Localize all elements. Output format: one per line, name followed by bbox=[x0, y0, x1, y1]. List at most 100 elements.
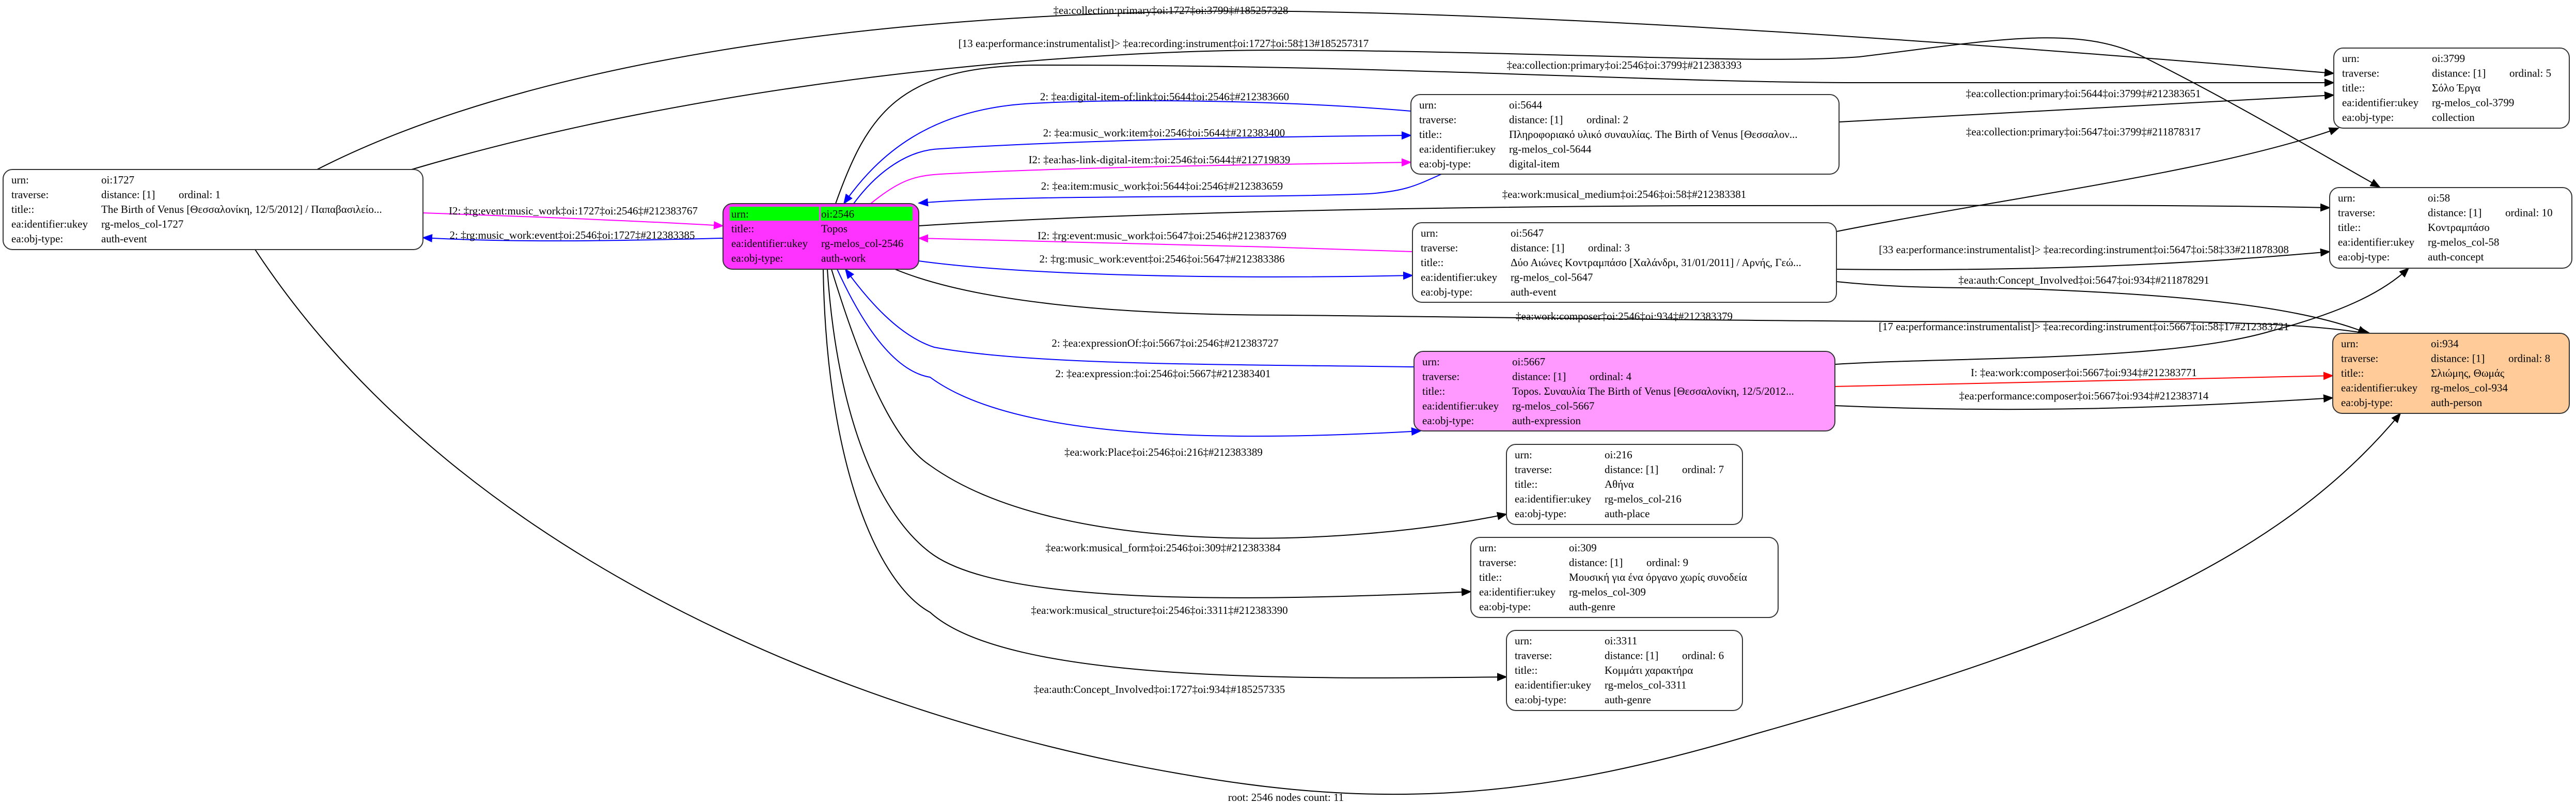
edge-line[interactable] bbox=[918, 260, 1413, 280]
edge-label: 2: ‡ea:music_work:item‡oi:2546‡oi:5644‡#… bbox=[1043, 127, 1285, 139]
edge-line[interactable] bbox=[918, 234, 1413, 252]
edge-line[interactable] bbox=[422, 234, 724, 242]
field-label-traverse: traverse: bbox=[2342, 67, 2379, 80]
edge-line[interactable] bbox=[1834, 267, 2410, 365]
edge-5667-to-934[interactable]: I: ‡ea:work:composer‡oi:5667‡oi:934‡#212… bbox=[1834, 366, 2334, 387]
node-box[interactable] bbox=[1412, 222, 1837, 303]
edge-label: I: ‡ea:work:composer‡oi:5667‡oi:934‡#212… bbox=[1971, 366, 2197, 379]
edge-label: [17 ea:performance:instrumentalist]> ‡ea… bbox=[1879, 320, 2289, 333]
edge-5647-to-934[interactable]: ‡ea:auth:Concept_Involved‡oi:5647‡oi:934… bbox=[1836, 274, 2368, 334]
edge-line[interactable] bbox=[1839, 91, 2335, 122]
edge-line[interactable] bbox=[831, 269, 1507, 539]
edge-5667-to-58[interactable]: [17 ea:performance:instrumentalist]> ‡ea… bbox=[1834, 267, 2410, 365]
edge-2546-to-5644[interactable]: 2: ‡ea:music_work:item‡oi:2546‡oi:5644‡#… bbox=[853, 127, 1412, 204]
edge-1727-to-2546[interactable]: I2: ‡rg:event:music_work‡oi:1727‡oi:2546… bbox=[422, 205, 724, 229]
edge-line[interactable] bbox=[1834, 372, 2334, 387]
node-box[interactable] bbox=[1506, 630, 1743, 711]
edge-label: [33 ea:performance:instrumentalist]> ‡ea… bbox=[1879, 243, 2289, 256]
field-value-ukey: rg-melos_col-934 bbox=[2431, 382, 2508, 394]
edge-5667-to-2546[interactable]: 2: ‡ea:expressionOf:‡oi:5667‡oi:2546‡#21… bbox=[844, 268, 1415, 367]
edge-5644-to-3799[interactable]: ‡ea:collection:primary‡oi:5644‡oi:3799‡#… bbox=[1839, 87, 2335, 122]
edge-label: 2: ‡ea:digital-item-of:link‡oi:5644‡oi:2… bbox=[1040, 90, 1289, 103]
edge-1727-to-934[interactable]: ‡ea:auth:Concept_Involved‡oi:1727‡oi:934… bbox=[255, 249, 2401, 795]
edge-line[interactable] bbox=[411, 37, 2381, 188]
edge-line[interactable] bbox=[835, 64, 2335, 204]
edge-2546-to-5667[interactable]: 2: ‡ea:expression:‡oi:2546‡oi:5667‡#2123… bbox=[837, 269, 1422, 437]
edge-2546-to-309[interactable]: ‡ea:work:musical_form‡oi:2546‡oi:309‡#21… bbox=[827, 269, 1472, 598]
traverse-ordinal: ordinal: 8 bbox=[2508, 352, 2550, 365]
edge-2546-to-3311[interactable]: ‡ea:work:musical_structure‡oi:2546‡oi:33… bbox=[823, 269, 1507, 682]
edge-line[interactable] bbox=[853, 131, 1412, 204]
edge-line[interactable] bbox=[1836, 281, 2368, 334]
edge-line[interactable] bbox=[918, 174, 1442, 207]
edge-5644-to-2546[interactable]: 2: ‡ea:digital-item-of:link‡oi:5644‡oi:2… bbox=[843, 90, 1411, 205]
field-value-urn: oi:5644 bbox=[1509, 99, 1543, 111]
node-box[interactable] bbox=[2332, 333, 2570, 414]
edge-1727-to-3799[interactable]: ‡ea:collection:primary‡oi:1727‡oi:3799‡#… bbox=[317, 4, 2335, 170]
field-value-urn: oi:2546 bbox=[821, 208, 854, 220]
field-value-obj-type: auth-concept bbox=[2428, 251, 2484, 263]
edge-line[interactable] bbox=[317, 10, 2335, 170]
node-box[interactable] bbox=[3, 169, 423, 250]
field-label-urn: urn: bbox=[1515, 635, 1532, 647]
traverse-ordinal: ordinal: 10 bbox=[2505, 207, 2553, 219]
field-label-title: title:: bbox=[1422, 385, 1445, 397]
field-value-ukey: rg-melos_col-5644 bbox=[1509, 143, 1592, 156]
edge-2546-to-3799[interactable]: ‡ea:collection:primary‡oi:2546‡oi:3799‡#… bbox=[835, 59, 2335, 204]
edge-2546-to-1727[interactable]: 2: ‡rg:music_work:event‡oi:2546‡oi:1727‡… bbox=[422, 229, 724, 242]
edge-line[interactable] bbox=[823, 269, 1507, 682]
edge-5644-to-2546[interactable]: 2: ‡ea:item:music_work‡oi:5644‡oi:2546‡#… bbox=[918, 174, 1442, 207]
node-box[interactable] bbox=[1506, 444, 1743, 525]
edge-2546-to-216[interactable]: ‡ea:work:Place‡oi:2546‡oi:216‡#212383389 bbox=[831, 269, 1507, 539]
edge-2546-to-5647[interactable]: 2: ‡rg:music_work:event‡oi:2546‡oi:5647‡… bbox=[918, 253, 1413, 280]
edge-line[interactable] bbox=[255, 249, 2401, 795]
edge-line[interactable] bbox=[827, 269, 1472, 598]
edge-line[interactable] bbox=[422, 212, 724, 229]
edge-line[interactable] bbox=[870, 158, 1412, 204]
edge-label: I2: ‡rg:event:music_work‡oi:1727‡oi:2546… bbox=[449, 205, 698, 217]
node-box[interactable] bbox=[1413, 351, 1835, 431]
field-value-title: Αθήνα bbox=[1605, 478, 1634, 490]
traverse-ordinal: ordinal: 7 bbox=[1682, 464, 1724, 476]
node-2546[interactable]: urn:oi:2546title::Toposea:identifier:uke… bbox=[722, 203, 919, 270]
edge-1727-to-58[interactable]: [13 ea:performance:instrumentalist]> ‡ea… bbox=[411, 37, 2381, 188]
node-box[interactable] bbox=[1470, 537, 1779, 618]
edge-5647-to-3799[interactable]: ‡ea:collection:primary‡oi:5647‡oi:3799‡#… bbox=[1836, 126, 2339, 232]
edge-label: [13 ea:performance:instrumentalist]> ‡ea… bbox=[959, 37, 1369, 50]
edge-line[interactable] bbox=[918, 203, 2331, 226]
node-box[interactable] bbox=[2333, 48, 2570, 129]
node-box[interactable] bbox=[2329, 187, 2572, 269]
edge-2546-to-58[interactable]: ‡ea:work:musical_medium‡oi:2546‡oi:58‡#2… bbox=[918, 188, 2331, 226]
edge-2546-to-5644[interactable]: I2: ‡ea:has-link-digital-item:‡oi:2546‡o… bbox=[870, 153, 1412, 204]
edge-label: 2: ‡ea:expression:‡oi:2546‡oi:5667‡#2123… bbox=[1055, 367, 1270, 380]
edge-line[interactable] bbox=[843, 100, 1411, 205]
edge-line[interactable] bbox=[844, 268, 1415, 367]
edge-line[interactable] bbox=[894, 269, 2373, 337]
edge-line[interactable] bbox=[1836, 248, 2331, 270]
edge-5647-to-2546[interactable]: I2: ‡rg:event:music_work‡oi:5647‡oi:2546… bbox=[918, 229, 1413, 252]
node-box[interactable] bbox=[1410, 94, 1840, 175]
edge-label: ‡ea:collection:primary‡oi:1727‡oi:3799‡#… bbox=[1054, 4, 1289, 17]
edge-line[interactable] bbox=[1834, 394, 2334, 410]
edge-5647-to-58[interactable]: [33 ea:performance:instrumentalist]> ‡ea… bbox=[1836, 243, 2331, 270]
field-label-ukey: ea:identifier:ukey bbox=[1421, 271, 1498, 284]
edge-label: 2: ‡ea:expressionOf:‡oi:5667‡oi:2546‡#21… bbox=[1051, 337, 1278, 349]
field-value-title: Κομμάτι χαρακτήρα bbox=[1605, 664, 1693, 676]
edge-line[interactable] bbox=[1836, 127, 2339, 232]
edge-5667-to-934[interactable]: ‡ea:performance:composer‡oi:5667‡oi:934‡… bbox=[1834, 390, 2334, 410]
field-label-traverse: traverse: bbox=[11, 189, 49, 201]
edge-2546-to-934[interactable]: ‡ea:work:composer‡oi:2546‡oi:934‡#212383… bbox=[894, 269, 2373, 337]
traverse-distance: distance: [1] bbox=[1509, 114, 1563, 126]
edge-line[interactable] bbox=[837, 269, 1422, 437]
